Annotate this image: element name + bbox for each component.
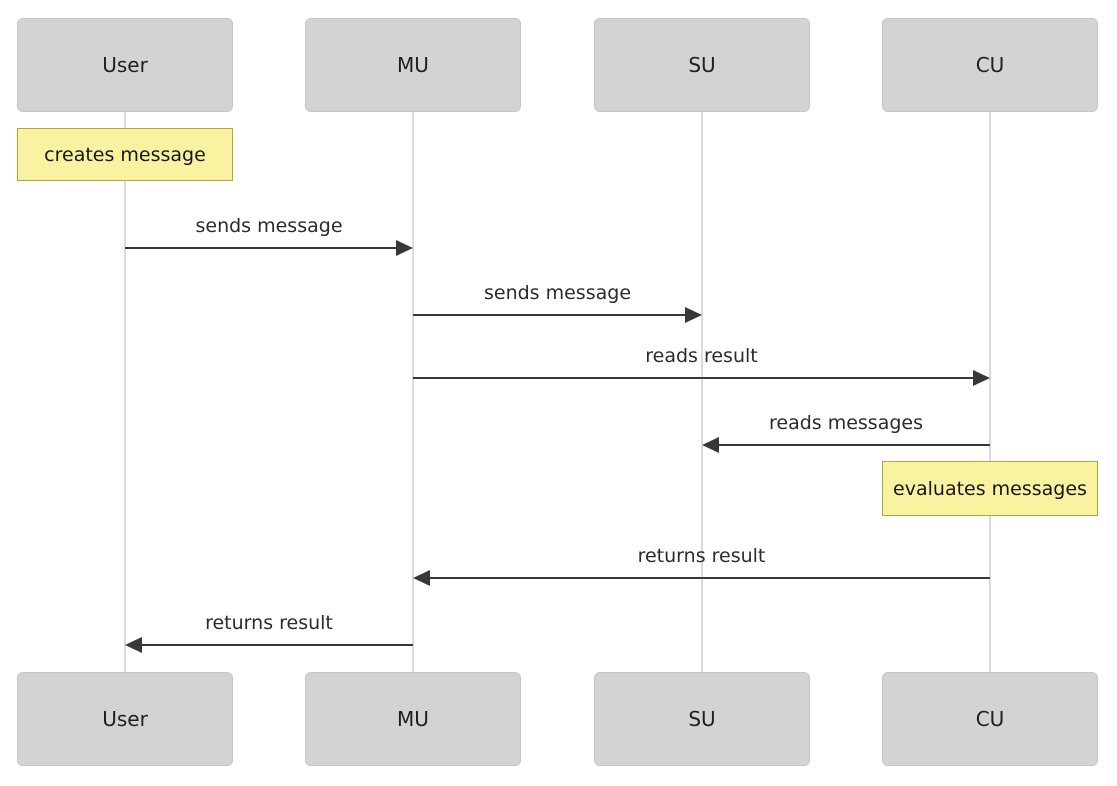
arrowhead-right-icon (396, 240, 413, 256)
actor-mu-top: MU (305, 18, 521, 112)
note-user: creates message (17, 128, 233, 181)
message-label: sends message (195, 215, 343, 237)
message-line (140, 644, 413, 646)
note-cu: evaluates messages (882, 461, 1098, 516)
actor-label: SU (688, 707, 716, 731)
actor-label: MU (397, 707, 429, 731)
message-label: returns result (637, 545, 766, 567)
arrowhead-left-icon (702, 437, 719, 453)
lifeline-cu (989, 112, 991, 672)
actor-su-top: SU (594, 18, 810, 112)
actor-label: MU (397, 53, 429, 77)
note-label: evaluates messages (893, 477, 1087, 500)
message-label: reads result (645, 345, 758, 367)
actor-label: User (102, 707, 148, 731)
actor-label: SU (688, 53, 716, 77)
actor-cu-bottom: CU (882, 672, 1098, 766)
message-line (717, 444, 990, 446)
arrowhead-right-icon (685, 307, 702, 323)
arrowhead-right-icon (973, 370, 990, 386)
actor-cu-top: CU (882, 18, 1098, 112)
arrowhead-left-icon (413, 570, 430, 586)
actor-mu-bottom: MU (305, 672, 521, 766)
actor-user-bottom: User (17, 672, 233, 766)
actor-label: CU (975, 53, 1005, 77)
message-label: returns result (205, 612, 333, 634)
arrowhead-left-icon (125, 637, 142, 653)
message-line (413, 377, 975, 379)
message-label: sends message (483, 282, 632, 304)
actor-label: User (102, 53, 148, 77)
message-line (413, 314, 687, 316)
message-line (428, 577, 990, 579)
lifeline-su (701, 112, 703, 672)
lifeline-mu (412, 112, 414, 672)
actor-su-bottom: SU (594, 672, 810, 766)
message-label: reads messages (768, 412, 923, 434)
lifeline-user (124, 112, 126, 672)
actor-user-top: User (17, 18, 233, 112)
message-line (125, 247, 398, 249)
note-label: creates message (44, 143, 206, 166)
actor-label: CU (975, 707, 1005, 731)
